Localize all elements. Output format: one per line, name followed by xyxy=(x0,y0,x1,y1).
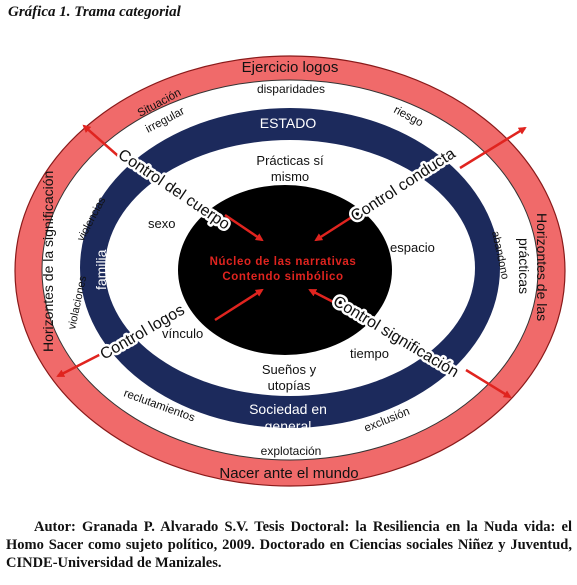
arrow-logos-to-core xyxy=(214,288,264,322)
label-estado: ESTADO xyxy=(260,115,317,131)
outer-right-label-1: Horizontes de las xyxy=(534,213,550,321)
arrow-conducta-to-core xyxy=(314,213,356,242)
label-escuela: escuela xyxy=(459,240,475,288)
arrow-conducta-outward xyxy=(459,126,527,170)
outer-right-label-2: prácticas xyxy=(516,238,532,294)
label-espacio: espacio xyxy=(390,240,435,255)
arrow-cuerpo-to-core xyxy=(224,213,264,242)
label-sexo: sexo xyxy=(148,216,175,231)
label-tiempo: tiempo xyxy=(350,346,389,361)
label-sociedad-2: general xyxy=(265,418,312,434)
label-practicas-2: mismo xyxy=(271,169,309,184)
label-suenos-2: utopías xyxy=(268,378,311,393)
core-label-1: Núcleo de las narrativas xyxy=(210,256,357,268)
outer-bottom-label: Nacer ante el mundo xyxy=(219,465,358,482)
arrow-significacion-outward xyxy=(465,368,512,399)
label-practicas-1: Prácticas sí xyxy=(256,153,324,168)
arrow-cuerpo-outward xyxy=(82,124,126,163)
label-sociedad-1: Sociedad en xyxy=(249,401,327,417)
narrative-core xyxy=(178,185,392,355)
label-disparidades: disparidades xyxy=(257,82,325,96)
label-vinculo: vínculo xyxy=(162,326,203,341)
figure-caption: Autor: Granada P. Alvarado S.V. Tesis Do… xyxy=(6,519,572,571)
label-suenos-1: Sueños y xyxy=(262,362,317,377)
label-explotacion: explotación xyxy=(261,444,322,458)
label-familia: familia xyxy=(93,249,109,290)
figure-title: Gráfica 1. Trama categorial xyxy=(8,4,181,20)
arrow-significacion-to-core xyxy=(308,288,346,310)
arrow-logos-outward xyxy=(56,350,106,378)
core-label-2: Contendo simbólico xyxy=(222,271,343,283)
outer-left-label: Horizontes de la significación xyxy=(40,171,56,352)
outer-top-label: Ejercicio logos xyxy=(242,59,339,76)
